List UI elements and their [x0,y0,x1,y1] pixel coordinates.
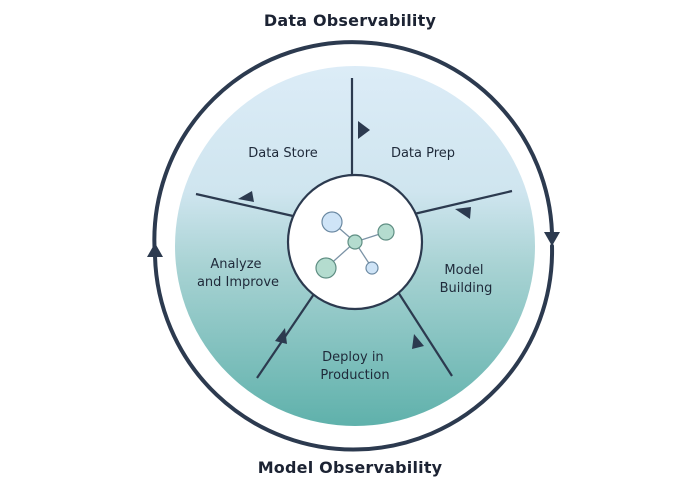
divider-left [195,192,294,218]
network-nodes-icon [315,211,395,279]
up-arrow-icon [147,243,163,257]
node-center [347,234,363,250]
flow-arrow-top-icon [358,121,370,139]
segment-label-deploy: Deploy in Production [320,350,389,383]
observability-cycle-ring [147,40,560,452]
node-top-left [321,211,343,233]
flow-arrow-bottom-right-icon [412,334,424,349]
node-right [377,223,395,241]
divider-bottom-right [397,291,453,377]
bottom-arc [153,244,555,452]
flow-arrow-right-icon [455,207,471,219]
node-bottom-left [315,257,337,279]
node-bottom-right [365,261,379,275]
down-arrow-icon [544,232,560,246]
divider-right [413,189,513,216]
left-arc [152,40,373,258]
flow-markers [238,121,471,349]
segment-label-data-prep: Data Prep [391,146,455,161]
flow-arrow-bottom-left-icon [275,328,287,344]
flow-arrow-left-icon [238,191,254,202]
segment-label-analyze: Analyze and Improve [197,257,279,290]
segment-label-data-store: Data Store [248,146,318,161]
right-arc [369,41,554,235]
model-observability-title: Model Observability [257,458,443,477]
segment-label-model-building: Model Building [440,263,493,296]
data-observability-title: Data Observability [263,11,437,30]
